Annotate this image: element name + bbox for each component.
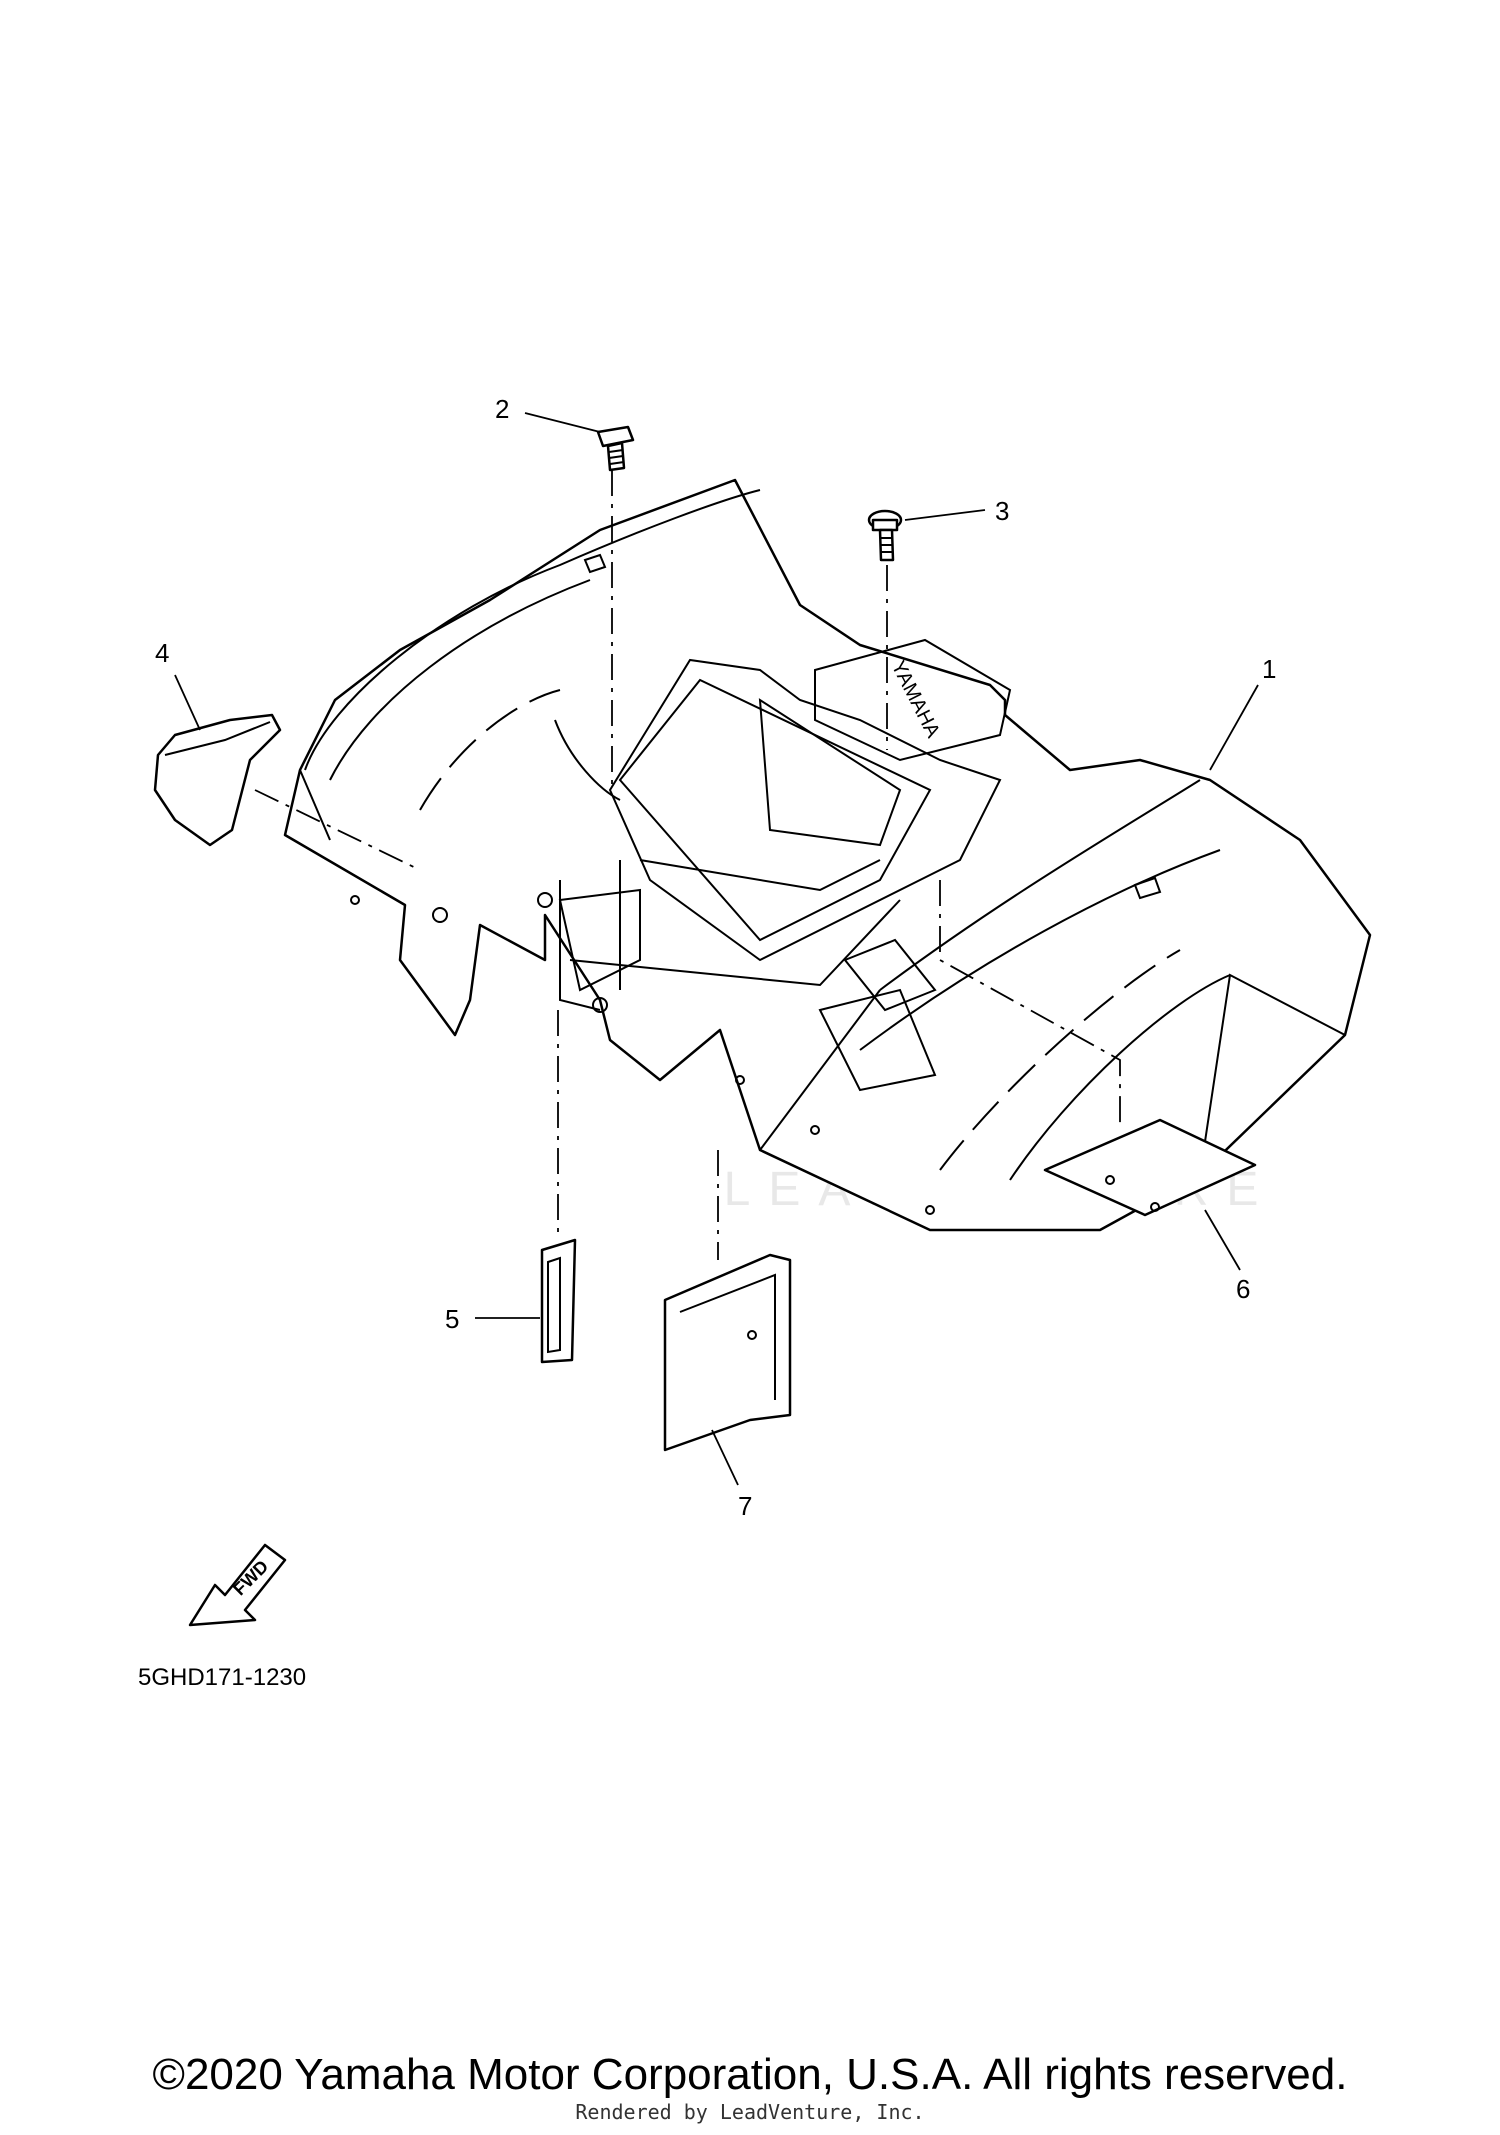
callout-1[interactable]: 1	[1262, 654, 1276, 684]
rear-fender-part-1[interactable]: YAMAHA	[283, 478, 1372, 1232]
bracket-part-5[interactable]	[540, 1238, 577, 1364]
assembly-line-panel-4	[254, 789, 421, 871]
callout-6[interactable]: 6	[1236, 1274, 1250, 1304]
rendered-by-note: Rendered by LeadVenture, Inc.	[575, 2100, 925, 2124]
copyright-notice: ©2020 Yamaha Motor Corporation, U.S.A. A…	[152, 2050, 1348, 2099]
leader-line-3	[904, 509, 986, 521]
leader-line-6	[1204, 1209, 1241, 1271]
callout-3[interactable]: 3	[995, 496, 1009, 526]
callout-2[interactable]: 2	[495, 394, 509, 424]
callout-4[interactable]: 4	[155, 638, 169, 668]
flap-part-7[interactable]	[663, 1253, 792, 1452]
callout-7[interactable]: 7	[738, 1491, 752, 1521]
fwd-direction-arrow: FWD	[188, 1543, 287, 1627]
bolt-part-3[interactable]	[867, 509, 903, 562]
callout-5[interactable]: 5	[445, 1304, 459, 1334]
leader-line-7	[711, 1429, 739, 1486]
leader-line-1	[1209, 684, 1259, 771]
leader-line-2	[524, 412, 601, 433]
bolt-part-2[interactable]	[596, 425, 635, 472]
diagram-code: 5GHD171-1230	[138, 1664, 306, 1691]
panel-part-4[interactable]	[153, 713, 282, 847]
plate-part-6[interactable]	[1043, 1118, 1257, 1217]
leader-line-4	[174, 674, 201, 731]
